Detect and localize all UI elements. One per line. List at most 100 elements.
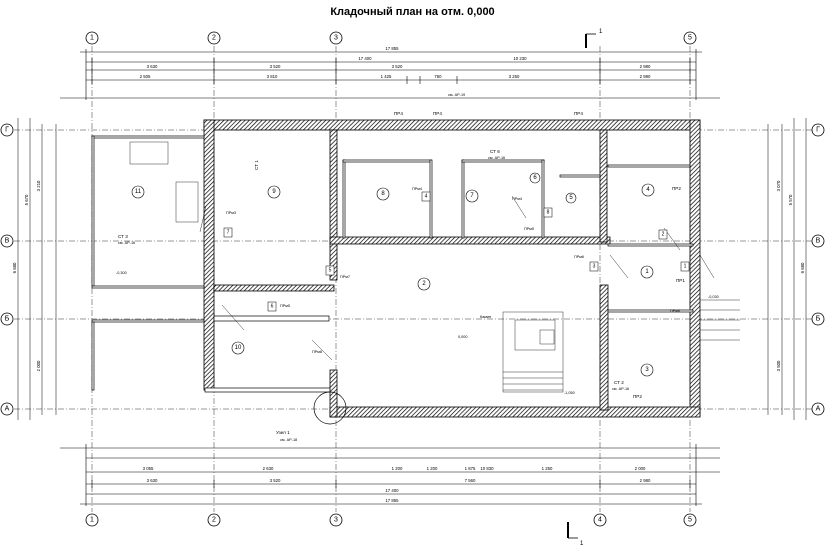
svg-text:см. АР-16: см. АР-16 xyxy=(488,156,505,160)
drawing-title: Кладочный план на отм. 0,000 xyxy=(330,6,495,18)
svg-text:1: 1 xyxy=(580,541,584,547)
axis-bubble-1-bottom: 1 xyxy=(85,513,99,527)
svg-text:5 670: 5 670 xyxy=(24,194,29,205)
node-circle xyxy=(313,391,347,425)
axis-bubble-5-top: 5 xyxy=(683,31,697,45)
door-swings xyxy=(199,195,715,361)
svg-text:3 630: 3 630 xyxy=(147,478,158,483)
axis-bubble-A-left: А xyxy=(0,402,14,416)
box-7: 7 xyxy=(223,227,233,238)
section-mark-bottom: 1 xyxy=(567,522,584,547)
svg-text:СТ 6: СТ 6 xyxy=(490,149,500,154)
svg-text:В: В xyxy=(816,238,821,245)
svg-text:4: 4 xyxy=(646,187,650,193)
svg-text:5: 5 xyxy=(329,268,332,274)
svg-text:ПРм6: ПРм6 xyxy=(670,309,680,313)
svg-text:17 855: 17 855 xyxy=(385,46,399,51)
svg-text:5: 5 xyxy=(569,195,573,201)
axis-bubble-G-left: Г xyxy=(0,123,14,137)
axis-bubble-4-bottom: 4 xyxy=(593,513,607,527)
svg-text:-0,300: -0,300 xyxy=(116,271,127,275)
room-1: 1 xyxy=(640,265,654,279)
svg-text:1 875: 1 875 xyxy=(465,466,476,471)
dimension-chains-top: 17 855 17 400 10 230 3 630 3 520 3 520 2… xyxy=(60,46,720,100)
svg-text:А: А xyxy=(816,406,821,413)
svg-text:2 000: 2 000 xyxy=(635,466,646,471)
svg-text:6 680: 6 680 xyxy=(12,262,17,273)
svg-text:3 630: 3 630 xyxy=(147,64,158,69)
svg-text:6: 6 xyxy=(533,175,537,181)
svg-text:1: 1 xyxy=(599,29,603,35)
svg-text:3 520: 3 520 xyxy=(392,64,403,69)
box-6: 6 xyxy=(267,301,277,312)
room-4: 4 xyxy=(641,183,655,197)
svg-text:2: 2 xyxy=(662,232,665,238)
room-9: 9 xyxy=(267,185,281,199)
svg-text:3: 3 xyxy=(645,367,649,373)
svg-text:17 400: 17 400 xyxy=(385,488,399,493)
box-4: 4 xyxy=(421,191,431,202)
axis-bubble-5-bottom: 5 xyxy=(683,513,697,527)
svg-text:3: 3 xyxy=(334,35,338,42)
svg-text:750: 750 xyxy=(434,74,442,79)
svg-text:1: 1 xyxy=(684,264,687,270)
svg-text:-0,030: -0,030 xyxy=(708,295,719,299)
svg-text:3: 3 xyxy=(334,517,338,524)
svg-text:2 505: 2 505 xyxy=(140,74,151,79)
axis-bubble-2-top: 2 xyxy=(207,31,221,45)
partitions xyxy=(91,135,694,393)
svg-text:ПРм4: ПРм4 xyxy=(412,187,422,191)
svg-text:7: 7 xyxy=(227,230,230,236)
box-8: 8 xyxy=(543,207,553,218)
box-3: 3 xyxy=(589,261,599,272)
axis-bubble-G-right: Г xyxy=(811,123,825,137)
svg-text:1: 1 xyxy=(645,269,649,275)
box-5: 5 xyxy=(325,265,335,276)
svg-text:Б: Б xyxy=(816,316,821,323)
svg-text:2 980: 2 980 xyxy=(640,478,651,483)
svg-text:ПР4: ПР4 xyxy=(574,111,583,116)
svg-text:ПРм7: ПРм7 xyxy=(340,275,350,279)
svg-text:Г: Г xyxy=(816,127,820,134)
svg-text:3 500: 3 500 xyxy=(776,360,781,371)
svg-text:1: 1 xyxy=(90,35,94,42)
svg-text:ПР4: ПР4 xyxy=(433,111,442,116)
svg-text:ПР2: ПР2 xyxy=(672,186,681,191)
svg-text:9: 9 xyxy=(272,189,276,195)
axis-bubble-B-right: Б xyxy=(811,312,825,326)
svg-text:В: В xyxy=(5,238,10,245)
room-8: 8 xyxy=(376,187,390,201)
svg-text:4: 4 xyxy=(598,517,602,524)
svg-text:3 055: 3 055 xyxy=(143,466,154,471)
svg-text:1 250: 1 250 xyxy=(542,466,553,471)
svg-text:Г: Г xyxy=(5,127,9,134)
dimension-chains-left: 6 680 5 670 3 210 2 000 xyxy=(12,118,57,420)
svg-text:5: 5 xyxy=(688,517,692,524)
svg-text:3 520: 3 520 xyxy=(270,64,281,69)
svg-text:ПРм5: ПРм5 xyxy=(524,227,534,231)
svg-text:17 400: 17 400 xyxy=(358,56,372,61)
svg-text:3 810: 3 810 xyxy=(267,74,278,79)
svg-text:11: 11 xyxy=(135,189,142,195)
exterior-walls xyxy=(203,119,701,418)
svg-text:8: 8 xyxy=(547,210,550,216)
svg-text:6: 6 xyxy=(271,304,274,310)
svg-text:см. АР-19: см. АР-19 xyxy=(448,93,465,97)
svg-text:Узел 1: Узел 1 xyxy=(276,430,290,435)
axis-bubble-V-right: В xyxy=(811,234,825,248)
svg-text:А: А xyxy=(5,406,10,413)
room-3: 3 xyxy=(640,363,654,377)
svg-text:ПРм6: ПРм6 xyxy=(574,255,584,259)
svg-text:1 200: 1 200 xyxy=(427,466,438,471)
room-11: 11 xyxy=(131,185,145,199)
svg-text:ПР2: ПР2 xyxy=(633,394,642,399)
axis-bubble-2-bottom: 2 xyxy=(207,513,221,527)
dimension-chains-bottom: 3 055 2 630 1 200 1 200 1 875 1 250 2 00… xyxy=(60,444,720,506)
svg-text:6 680: 6 680 xyxy=(800,262,805,273)
plan-labels: ПР4 ПР4 ПР4 ПР2 ПР2 ПР1 СТ 1 СТ 3 см. АР… xyxy=(116,93,719,442)
dimension-chains-right: 6 680 5 570 3 070 3 500 xyxy=(767,118,807,420)
svg-text:3 520: 3 520 xyxy=(270,478,281,483)
svg-text:см. АР-16: см. АР-16 xyxy=(612,387,629,391)
box-2: 2 xyxy=(658,229,668,240)
